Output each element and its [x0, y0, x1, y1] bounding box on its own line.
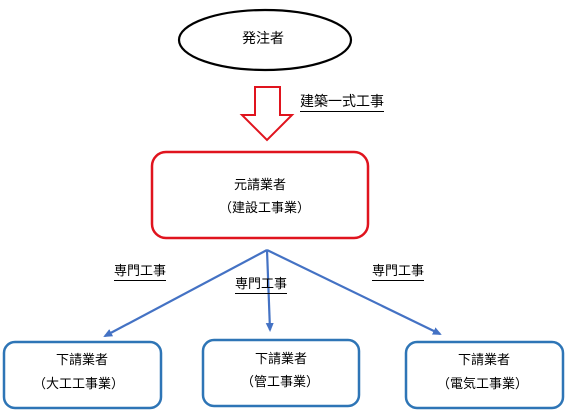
subcontractor-trade-3: （電気工事業） [437, 377, 529, 392]
subcontractor-node-2 [201, 338, 361, 408]
subcontractor-node-3 [404, 340, 565, 410]
main-flow-arrow [239, 86, 295, 142]
orderer-label: 発注者 [242, 31, 284, 47]
branch-arrows [103, 249, 442, 337]
branch-label-1: 専門工事 [114, 264, 167, 281]
subcontractor-title-3: 下請業者 [458, 353, 511, 368]
branch-arrow-2 [265, 249, 274, 332]
subcontractor-title-1: 下請業者 [56, 353, 109, 368]
subcontractor-trade-1: （大工工事業） [33, 377, 125, 392]
prime-contractor-trade: （建設工事業） [219, 201, 311, 216]
subcontractor-title-2: 下請業者 [255, 352, 308, 367]
prime-contractor-node [150, 150, 370, 240]
orderer-node [177, 8, 353, 72]
subcontractor-node-1 [2, 340, 163, 410]
branch-arrow-3 [266, 249, 442, 335]
main-flow-label: 建築一式工事 [300, 94, 384, 112]
branch-label-3: 専門工事 [372, 264, 425, 281]
branch-arrow-1 [103, 249, 268, 337]
subcontractor-trade-2: （管工事業） [241, 375, 320, 390]
prime-contractor-title: 元請業者 [234, 178, 287, 193]
branch-label-2: 専門工事 [235, 277, 288, 294]
